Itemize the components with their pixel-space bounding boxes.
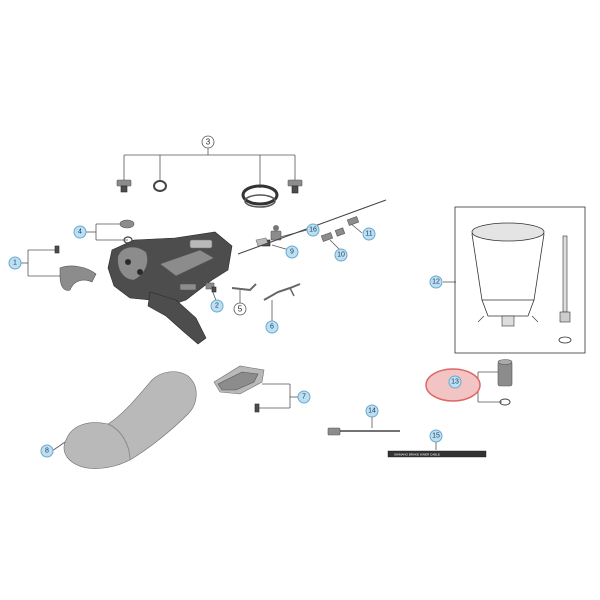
part-6-spring (263, 283, 301, 301)
part-15-labelled-cable: SHIMANO BRAKE INNER CABLE (387, 450, 487, 458)
part-5-pin (231, 283, 257, 292)
callout-12: 12 (429, 275, 443, 289)
callout-1: 1 (8, 256, 22, 270)
svg-text:13: 13 (451, 379, 459, 386)
leader-1 (20, 249, 62, 277)
callout-4: 4 (73, 225, 87, 239)
leader-7 (258, 383, 298, 409)
leader-3 (123, 145, 296, 188)
svg-text:10: 10 (337, 252, 345, 259)
callout-15: 15 (429, 429, 443, 443)
callout-7: 7 (297, 390, 311, 404)
svg-text:14: 14 (368, 408, 376, 415)
svg-text:1: 1 (13, 260, 17, 267)
svg-text:9: 9 (290, 249, 294, 256)
part-8-grip-cover (63, 371, 197, 469)
part-4-hardware (119, 219, 135, 244)
part-7-cover (213, 365, 265, 413)
svg-text:8: 8 (45, 448, 49, 455)
svg-text:2: 2 (215, 303, 219, 310)
svg-text:4: 4 (78, 229, 82, 236)
svg-text:7: 7 (302, 394, 306, 401)
leader-4 (86, 223, 128, 241)
part-2-piece (205, 282, 217, 293)
part-13-adapter (497, 359, 513, 406)
callout-11: 11 (362, 227, 376, 241)
cable-label-text: SHIMANO BRAKE INNER CABLE (394, 453, 440, 457)
callout-8: 8 (40, 444, 54, 458)
main-lever-body (107, 231, 233, 345)
svg-text:15: 15 (432, 433, 440, 440)
callout-10: 10 (334, 248, 348, 262)
callout-13: 13 (448, 375, 462, 389)
callout-14: 14 (365, 404, 379, 418)
part-12-box (454, 206, 586, 354)
callout-9: 9 (285, 245, 299, 259)
svg-text:12: 12 (432, 279, 440, 286)
svg-text:16: 16 (309, 227, 317, 234)
callout-6: 6 (265, 320, 279, 334)
part-14-cable (327, 427, 400, 436)
svg-text:6: 6 (270, 324, 274, 331)
svg-text:5: 5 (238, 305, 243, 314)
callout-16: 16 (306, 223, 320, 237)
part-1-lever (54, 245, 97, 291)
svg-text:11: 11 (365, 231, 372, 238)
callout-5: 5 (233, 302, 247, 316)
svg-text:3: 3 (206, 138, 211, 147)
callout-3: 3 (201, 135, 215, 149)
part-3-hardware (116, 179, 303, 208)
callout-2: 2 (210, 299, 224, 313)
